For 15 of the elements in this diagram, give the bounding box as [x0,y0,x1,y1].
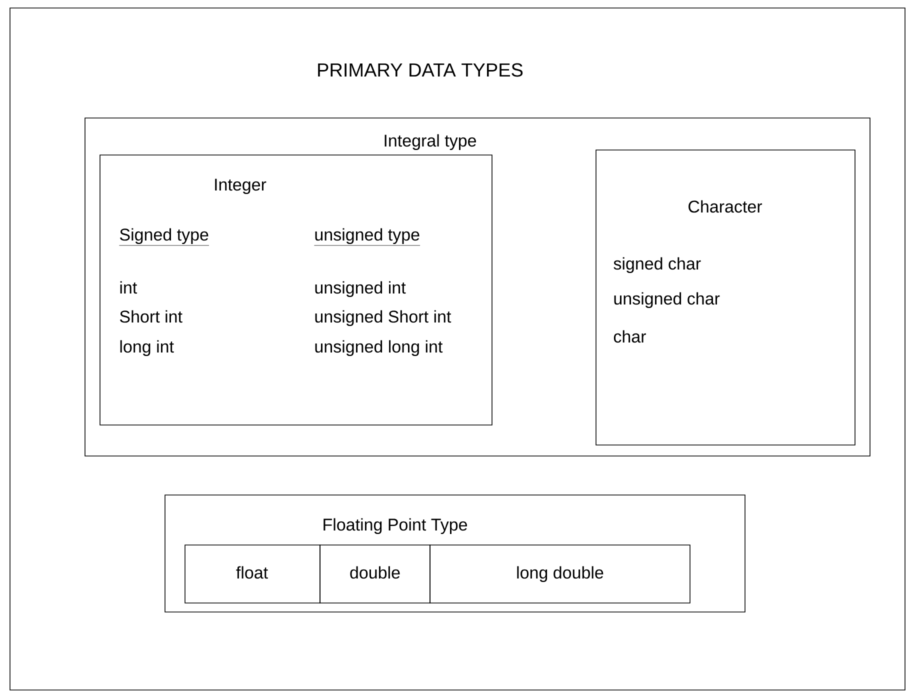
type-name: unsigned long int [315,340,443,356]
type-name: signed char [614,257,701,274]
type-name: int [120,281,138,294]
column-heading: unsigned type [314,228,420,246]
type-name: long int [120,340,174,356]
title: PRIMARY DATA TYPES [318,63,523,77]
type-name: unsigned int [315,281,406,298]
table-cell: double [320,544,430,604]
table-cell: float [184,544,320,604]
column-heading: Signed type [119,228,210,246]
type-name: Short int [120,310,182,323]
table-cell: long double [430,544,690,604]
type-name: unsigned Short int [315,310,452,326]
type-name: unsigned char [614,292,720,308]
type-name: char [614,330,646,343]
